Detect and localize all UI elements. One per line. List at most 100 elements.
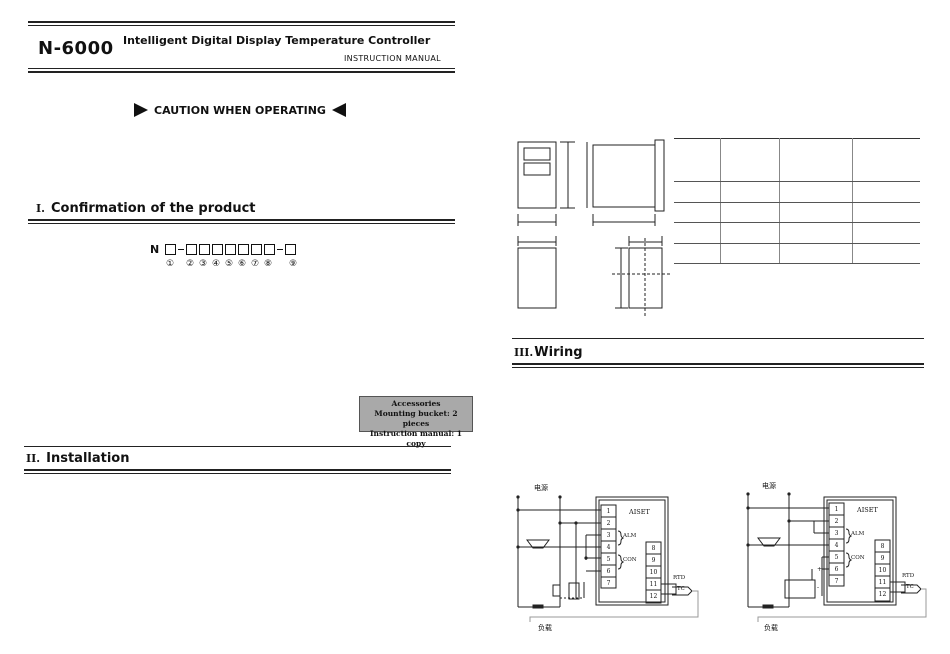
section-1-title: Confirmation of the product (50, 201, 256, 216)
code-box-4 (212, 244, 224, 255)
terminal-1: 1 (834, 506, 839, 513)
header-rule-bottom-2 (28, 71, 455, 73)
header-rule-top-2 (28, 25, 455, 26)
terminal-8: 8 (651, 545, 656, 552)
arrow-left-icon (331, 103, 346, 117)
caution-heading: CAUTION WHEN OPERATING (134, 103, 346, 117)
section-2-number: II. (26, 452, 41, 465)
wiring-right-load-label: 负载 (764, 624, 778, 632)
code-box-1 (165, 244, 177, 255)
terminal-8: 8 (880, 543, 885, 550)
panel-cutout-left (517, 247, 557, 309)
relay-icon (568, 582, 580, 600)
section-2-rule-2 (24, 473, 451, 474)
terminal-7: 7 (834, 578, 839, 585)
section-3-rule-2 (512, 367, 924, 368)
model-code: N (150, 243, 297, 256)
code-box-3 (199, 244, 211, 255)
wiring-left-rtd-label: RTD (673, 575, 686, 581)
wiring-right-device-label: AISET (857, 506, 878, 514)
accessories-line-2: Instruction manual: 1 copy (369, 429, 462, 448)
wiring-right-power-label: 电源 (762, 482, 776, 490)
code-marker-5: ⑤ (225, 259, 234, 269)
section-1-number: I. (36, 202, 45, 215)
wiring-left-con-label: CON (623, 557, 637, 563)
section-1-rule-2 (28, 223, 455, 224)
terminal-3: 3 (606, 532, 611, 539)
device-outline (823, 496, 897, 606)
section-3-rule-1 (512, 363, 924, 365)
manual-label: INSTRUCTION MANUAL (344, 54, 441, 63)
section-3-number: III. (514, 346, 534, 359)
section-2-rule-top (24, 446, 451, 447)
wiring-right-terminals-b: 8 9 10 11 12 (875, 541, 890, 601)
table-row (674, 138, 920, 182)
terminal-6: 6 (606, 568, 611, 575)
accessories-box: Accessories Mounting bucket: 2 pieces In… (359, 396, 473, 448)
terminal-4: 4 (834, 542, 839, 549)
code-box-5 (225, 244, 237, 255)
table-row (674, 243, 920, 264)
code-box-7 (251, 244, 263, 255)
terminal-block-b (874, 539, 891, 602)
product-model: N-6000 (38, 38, 114, 59)
front-view (517, 141, 557, 209)
terminal-5: 5 (606, 556, 611, 563)
ssr-relay-icon (784, 579, 816, 599)
code-box-2 (186, 244, 198, 255)
wiring-right-con-label: CON (851, 555, 865, 561)
terminal-12: 12 (878, 591, 887, 598)
section-3-title: Wiring (534, 345, 583, 360)
section-3-rule-top (512, 338, 924, 339)
model-prefix: N (150, 243, 160, 256)
caution-text: CAUTION WHEN OPERATING (154, 103, 326, 117)
code-marker-9: ⑨ (289, 259, 298, 269)
terminal-11: 11 (649, 581, 658, 588)
terminal-10: 10 (649, 569, 658, 576)
terminal-5: 5 (834, 554, 839, 561)
table-row (674, 181, 920, 203)
terminal-7: 7 (606, 580, 611, 587)
wiring-left-alm-label: ALM (623, 533, 637, 539)
terminal-3: 3 (834, 530, 839, 537)
section-1-rule-1 (28, 219, 455, 221)
terminal-6: 6 (834, 566, 839, 573)
wiring-left-device-label: AISET (629, 508, 650, 516)
wiring-left-power-label: 电源 (534, 484, 548, 492)
alarm-horn-icon (757, 537, 781, 547)
wiring-right-plus-label: + (817, 566, 823, 573)
header-rule-bottom-1 (28, 68, 455, 69)
wiring-left-load-label: 负载 (538, 624, 552, 632)
wiring-right-minus-label: - (817, 584, 820, 591)
terminal-4: 4 (606, 544, 611, 551)
arrow-right-icon (134, 103, 148, 117)
accessories-line-1: Mounting bucket: 2 pieces (374, 409, 458, 428)
section-1-heading: I. Confirmation of the product (36, 201, 256, 216)
terminal-1: 1 (606, 508, 611, 515)
terminal-12: 12 (649, 593, 658, 600)
terminal-block-b (645, 541, 662, 604)
load-icon (762, 604, 774, 609)
wiring-left-terminals-b: 8 9 10 11 12 (646, 543, 661, 603)
wiring-right-alm-label: ALM (851, 531, 865, 537)
code-marker-1: ① (166, 259, 175, 269)
code-box-9 (285, 244, 297, 255)
front-display-upper (523, 147, 551, 161)
section-2-title: Installation (46, 451, 130, 466)
wiring-left-tc-label: TC (677, 586, 685, 592)
code-marker-8: ⑧ (264, 259, 273, 269)
code-box-8 (264, 244, 276, 255)
code-dash (277, 249, 284, 250)
terminal-9: 9 (880, 555, 885, 562)
terminal-2: 2 (834, 518, 839, 525)
terminal-9: 9 (651, 557, 656, 564)
front-display-lower (523, 162, 551, 176)
wiring-right-rtd-label: RTD (902, 573, 915, 579)
terminal-11: 11 (878, 579, 887, 586)
load-icon (532, 604, 544, 609)
section-2-rule-1 (24, 469, 451, 471)
wiring-right-terminals-a: 1 2 3 4 5 6 7 (829, 504, 844, 588)
code-box-6 (238, 244, 250, 255)
